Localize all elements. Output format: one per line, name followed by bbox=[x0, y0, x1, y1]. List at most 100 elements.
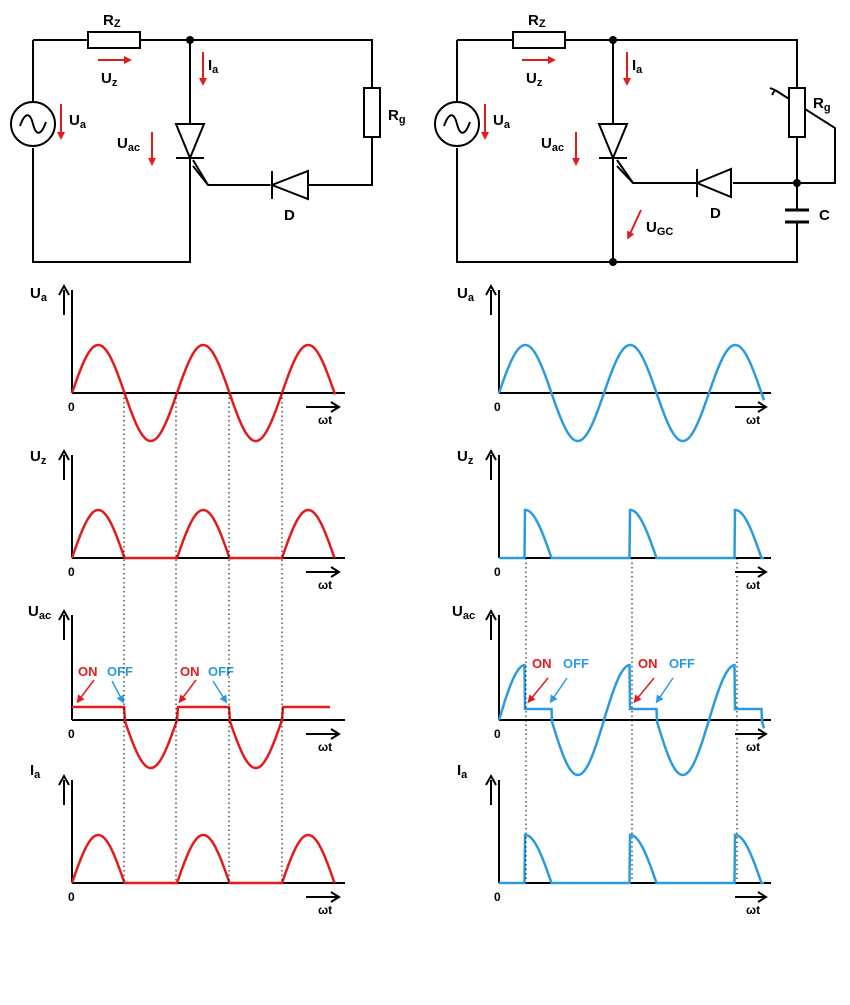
right-ua-ylabel: Ua bbox=[457, 285, 475, 304]
right-ua-xlabel: ωt bbox=[746, 413, 760, 427]
left-circuit-wires-2 bbox=[32, 40, 191, 263]
left-ua-label: Ua bbox=[69, 112, 87, 131]
right-plot-ua: Ua 0 ωt bbox=[457, 283, 771, 443]
right-thyristor-icon bbox=[597, 123, 634, 184]
right-plot-uz: Uz 0 ωt bbox=[457, 448, 771, 592]
left-on-arrow-icon-2 bbox=[178, 679, 197, 704]
right-circuit-wires bbox=[456, 39, 798, 263]
left-ia-label: Ia bbox=[208, 57, 219, 76]
right-ia-xlabel: ωt bbox=[746, 903, 760, 917]
left-rg-resistor bbox=[363, 87, 381, 138]
left-off-arrow-icon-1 bbox=[111, 680, 124, 704]
right-uz-label: Uz bbox=[526, 70, 543, 89]
left-d-label: D bbox=[284, 207, 295, 224]
left-uz-origin: 0 bbox=[68, 565, 75, 579]
right-uac-origin: 0 bbox=[494, 727, 501, 741]
right-on-label-2: ON bbox=[638, 656, 658, 671]
right-rz-resistor bbox=[512, 31, 566, 49]
left-plot-ua: Ua 0 ωt bbox=[30, 283, 345, 443]
left-ac-source-icon bbox=[10, 101, 56, 147]
right-rg-wiper-arrow-icon bbox=[769, 87, 776, 96]
right-uz-origin: 0 bbox=[494, 565, 501, 579]
left-uac-label: Uac bbox=[117, 135, 140, 154]
right-diode-icon bbox=[694, 167, 732, 199]
right-ia-ylabel: Ia bbox=[457, 762, 468, 781]
right-ua-trace bbox=[497, 343, 766, 443]
left-uz-trace bbox=[70, 508, 337, 560]
left-uac-ylabel: Uac bbox=[28, 603, 51, 622]
right-junction-node-bottom bbox=[609, 258, 617, 266]
right-plots: Ua 0 ωt Uz 0 ωt Uac 0 ωt bbox=[452, 283, 771, 917]
left-off-arrow-icon-2 bbox=[212, 680, 228, 704]
right-circuit: RZ Uz Ia Ua Uac Rg D UGC C bbox=[434, 12, 836, 266]
right-ac-source-icon bbox=[434, 101, 480, 147]
right-off-arrow-icon-1 bbox=[549, 677, 568, 704]
left-zero-crossing-guides bbox=[123, 393, 283, 883]
right-capacitor-icon bbox=[785, 208, 809, 224]
left-circuit: RZ Uz Ia Ua Uac Rg D bbox=[10, 12, 406, 263]
left-on-label-2: ON bbox=[180, 664, 200, 679]
right-off-arrow-icon-2 bbox=[655, 677, 674, 704]
right-off-label-2: OFF bbox=[669, 656, 695, 671]
left-plots: Ua 0 ωt Uz 0 ωt Uac 0 ωt bbox=[28, 283, 345, 917]
left-ua-xlabel: ωt bbox=[318, 413, 332, 427]
right-uz-xlabel: ωt bbox=[746, 578, 760, 592]
left-circuit-wires bbox=[33, 39, 373, 186]
left-on-label-1: ON bbox=[78, 664, 98, 679]
left-on-arrow-icon-1 bbox=[76, 679, 95, 704]
right-firing-guides bbox=[525, 558, 738, 883]
left-rz-label: RZ bbox=[103, 12, 121, 30]
left-off-label-1: OFF bbox=[107, 664, 133, 679]
left-uac-origin: 0 bbox=[68, 727, 75, 741]
left-uz-xlabel: ωt bbox=[318, 578, 332, 592]
left-plot-uz: Uz 0 ωt bbox=[30, 448, 345, 592]
right-off-label-1: OFF bbox=[563, 656, 589, 671]
left-ua-origin: 0 bbox=[68, 400, 75, 414]
right-circuit-wires-2 bbox=[612, 40, 836, 262]
left-rg-label: Rg bbox=[388, 107, 406, 126]
right-ua-origin: 0 bbox=[494, 400, 501, 414]
left-plot-ia: Ia 0 ωt bbox=[30, 762, 345, 917]
right-ia-trace bbox=[499, 833, 764, 885]
left-ia-trace bbox=[70, 833, 337, 885]
right-ia-label: Ia bbox=[632, 57, 643, 76]
right-plot-uac: Uac 0 ωt ON OFF ON OFF bbox=[452, 603, 771, 777]
left-ia-origin: 0 bbox=[68, 890, 75, 904]
right-on-arrow-icon-1 bbox=[527, 677, 549, 704]
right-uac-xlabel: ωt bbox=[746, 740, 760, 754]
left-ia-ylabel: Ia bbox=[30, 762, 41, 781]
left-thyristor-icon bbox=[174, 123, 209, 186]
right-ugc-label: UGC bbox=[646, 219, 673, 238]
left-ua-trace bbox=[70, 343, 337, 443]
right-junction-node-rc bbox=[793, 179, 801, 187]
left-plot-uac: Uac 0 ωt ON OFF ON OFF bbox=[28, 603, 345, 770]
right-uz-trace bbox=[499, 508, 764, 560]
left-off-label-2: OFF bbox=[208, 664, 234, 679]
right-ia-origin: 0 bbox=[494, 890, 501, 904]
right-ua-label: Ua bbox=[493, 112, 511, 131]
left-uac-trace bbox=[72, 705, 330, 770]
left-rz-resistor bbox=[87, 31, 141, 49]
right-plot-ia: Ia 0 ωt bbox=[457, 762, 771, 917]
right-ugc-arrow-icon bbox=[627, 209, 642, 240]
right-uac-ylabel: Uac bbox=[452, 603, 475, 622]
left-ia-xlabel: ωt bbox=[318, 903, 332, 917]
right-on-arrow-icon-2 bbox=[633, 677, 655, 704]
right-rg-potentiometer bbox=[788, 87, 806, 138]
right-uac-label: Uac bbox=[541, 135, 564, 154]
right-rz-label: RZ bbox=[528, 12, 546, 30]
left-uz-ylabel: Uz bbox=[30, 448, 47, 467]
left-uz-label: Uz bbox=[101, 70, 118, 89]
right-rg-label: Rg bbox=[813, 95, 831, 114]
right-d-label: D bbox=[710, 205, 721, 222]
left-junction-node bbox=[186, 36, 194, 44]
left-ua-ylabel: Ua bbox=[30, 285, 48, 304]
right-uac-trace bbox=[497, 663, 766, 777]
right-junction-node-top bbox=[609, 36, 617, 44]
right-c-label: C bbox=[819, 207, 830, 224]
right-uz-ylabel: Uz bbox=[457, 448, 474, 467]
right-on-label-1: ON bbox=[532, 656, 552, 671]
left-diode-icon bbox=[269, 169, 309, 201]
